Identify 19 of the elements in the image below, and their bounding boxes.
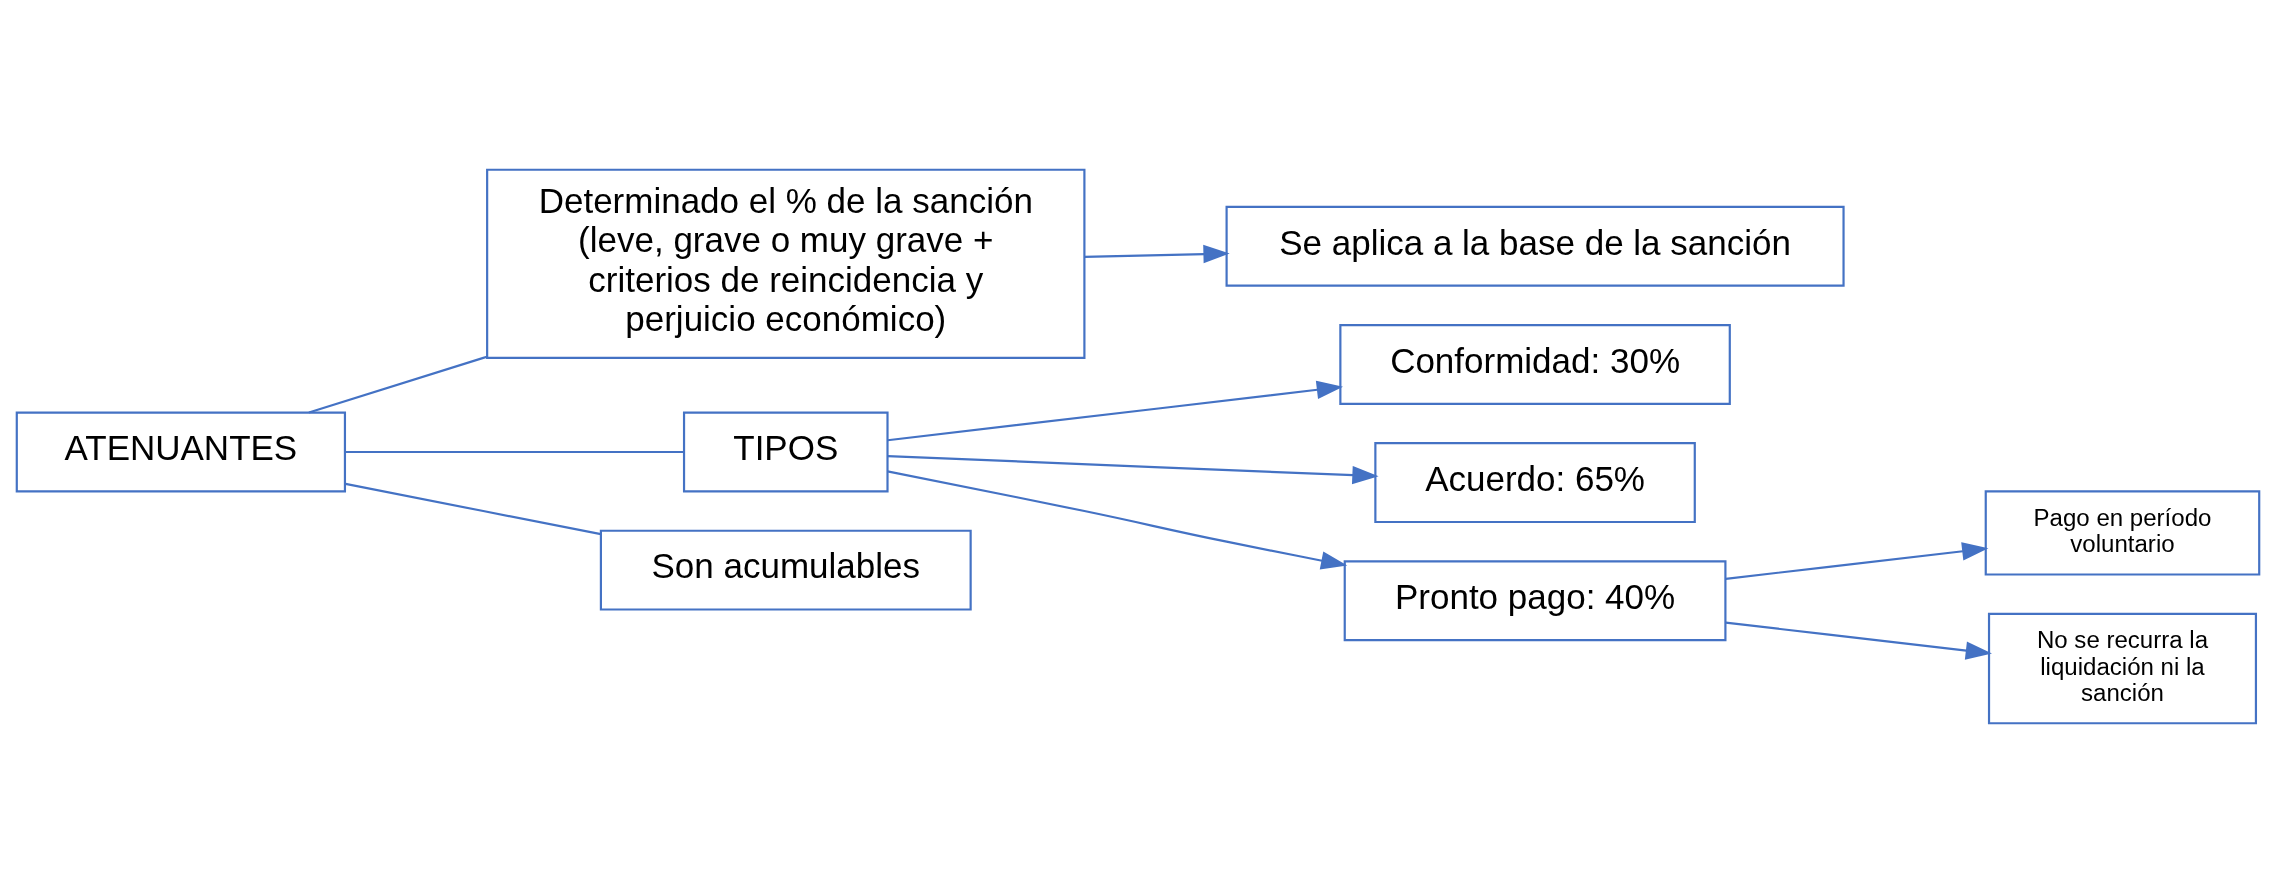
arrow [887,380,1344,441]
node-box: Conformidad: 30% [1339,323,1731,405]
arrow [1725,621,1992,660]
node-box: TIPOS [682,411,889,492]
node-box: No se recurra la liquidación ni la sanción [1987,612,2258,724]
connector [345,450,684,453]
connector [308,355,488,414]
node-box: Pago en período voluntario [1984,489,2261,576]
node-box: Son acumulables [599,529,972,611]
arrow [887,469,1348,570]
arrow [1725,541,1989,580]
node-box: ATENUANTES [15,411,347,492]
node-box: Pronto pago: 40% [1343,559,1727,641]
node-box: Acuerdo: 65% [1374,441,1696,523]
arrow [887,454,1379,484]
node-box: Se aplica a la base de la sanción [1225,205,1845,287]
connector [345,482,602,535]
node-box: Determinado el % de la sanción (leve, grave o muy grave + criterios de reincidencia y perjuicio económico) [486,168,1086,359]
arrow [1084,244,1230,263]
